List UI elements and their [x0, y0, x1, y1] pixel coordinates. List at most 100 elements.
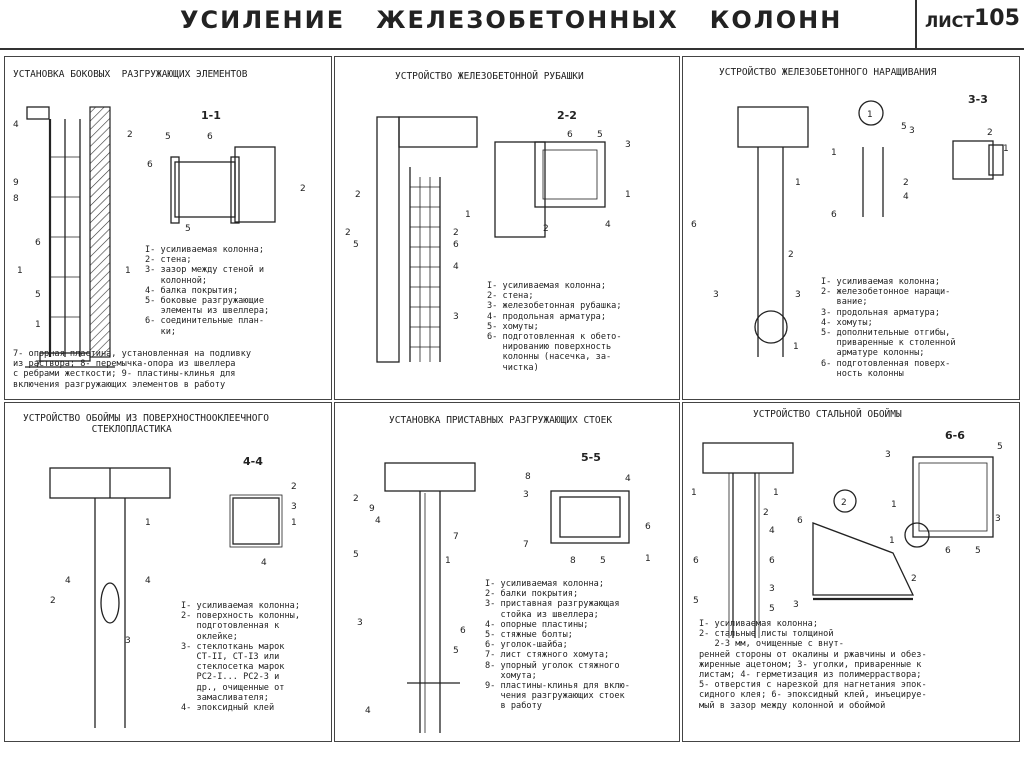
svg-text:4: 4: [903, 192, 909, 202]
panel-title: УСТРОЙСТВО ЖЕЛЕЗОБЕТОННОЙ РУБАШКИ: [395, 71, 584, 82]
svg-text:1: 1: [1003, 144, 1009, 154]
svg-text:4: 4: [605, 220, 611, 230]
svg-text:1: 1: [891, 500, 897, 510]
svg-text:1: 1: [795, 178, 801, 188]
svg-text:2: 2: [353, 494, 359, 504]
svg-text:5: 5: [453, 646, 459, 656]
svg-text:6: 6: [691, 220, 697, 230]
svg-text:5: 5: [353, 550, 359, 560]
svg-text:2: 2: [345, 228, 351, 238]
panel-rc-jacket: УСТРОЙСТВО ЖЕЛЕЗОБЕТОННОЙ РУБАШКИ 2 1 5 6 4…: [334, 56, 680, 400]
legend-main: I- усиливаемая колонна; 2- стена; 3- жел…: [487, 281, 622, 373]
svg-text:4: 4: [13, 120, 19, 130]
svg-text:1: 1: [145, 518, 151, 528]
svg-text:1: 1: [35, 320, 41, 330]
svg-text:5: 5: [597, 130, 603, 140]
svg-text:3: 3: [357, 618, 363, 628]
legend-extra: 7- опорная пластина, установленная на по…: [13, 349, 251, 390]
svg-text:3: 3: [909, 126, 915, 136]
svg-text:2: 2: [355, 190, 361, 200]
svg-text:2: 2: [788, 250, 794, 260]
svg-text:4: 4: [375, 516, 381, 526]
svg-text:6: 6: [945, 546, 951, 556]
svg-text:5: 5: [600, 556, 606, 566]
svg-text:2: 2: [911, 574, 917, 584]
svg-text:8: 8: [13, 194, 19, 204]
svg-text:4: 4: [769, 526, 775, 536]
svg-text:4: 4: [65, 576, 71, 586]
svg-text:5: 5: [769, 604, 775, 614]
svg-text:5: 5: [901, 122, 907, 132]
svg-text:9: 9: [369, 504, 375, 514]
svg-text:1: 1: [645, 554, 651, 564]
svg-text:3: 3: [885, 450, 891, 460]
svg-text:3: 3: [995, 514, 1001, 524]
svg-text:9: 9: [13, 178, 19, 188]
panel-title: УСТРОЙСТВО СТАЛЬНОЙ ОБОЙМЫ: [753, 409, 902, 420]
section-label: 5-5: [581, 451, 601, 464]
section-label: 1-1: [201, 109, 221, 122]
svg-text:7: 7: [523, 540, 529, 550]
svg-text:6: 6: [207, 132, 213, 142]
legend-main: I- усиливаемая колонна; 2- поверхность к…: [181, 601, 300, 714]
svg-text:6: 6: [460, 626, 466, 636]
svg-text:1: 1: [773, 488, 779, 498]
svg-text:5: 5: [693, 596, 699, 606]
svg-text:6: 6: [769, 556, 775, 566]
section-label: 4-4: [243, 455, 263, 468]
panel-title: УСТРОЙСТВО ЖЕЛЕЗОБЕТОННОГО НАРАЩИВАНИЯ: [719, 67, 937, 78]
sheet-number-box: ЛИСТ 105: [915, 0, 1024, 48]
svg-text:1: 1: [889, 536, 895, 546]
svg-text:4: 4: [453, 262, 459, 272]
svg-text:1: 1: [291, 518, 297, 528]
sheet-number: 105: [974, 6, 1020, 31]
svg-text:1: 1: [691, 488, 697, 498]
svg-text:1: 1: [125, 266, 131, 276]
svg-text:4: 4: [145, 576, 151, 586]
panel-relief-posts: УСТАНОВКА ПРИСТАВНЫХ РАЗГРУЖАЮЩИХ СТОЕК …: [334, 402, 680, 742]
svg-text:4: 4: [365, 706, 371, 716]
svg-text:3: 3: [125, 636, 131, 646]
legend-main: I- усиливаемая колонна; 2- стальные лист…: [699, 619, 927, 711]
svg-text:5: 5: [997, 442, 1003, 452]
panel-rc-build-up: УСТРОЙСТВО ЖЕЛЕЗОБЕТОННОГО НАРАЩИВАНИЯ 1…: [682, 56, 1020, 400]
svg-text:1: 1: [17, 266, 23, 276]
svg-text:3: 3: [291, 502, 297, 512]
svg-text:1: 1: [625, 190, 631, 200]
section-label: 6-6: [945, 429, 965, 442]
svg-text:4: 4: [261, 558, 267, 568]
svg-text:8: 8: [570, 556, 576, 566]
svg-text:2: 2: [453, 228, 459, 238]
panel-fiberglass-wrap: УСТРОЙСТВО ОБОЙМЫ ИЗ ПОВЕРХНОСТНООКЛЕЕЧН…: [4, 402, 332, 742]
svg-text:6: 6: [645, 522, 651, 532]
svg-text:2: 2: [987, 128, 993, 138]
section-label: 2-2: [557, 109, 577, 122]
svg-text:1: 1: [793, 342, 799, 352]
panel-title: УСТРОЙСТВО ОБОЙМЫ ИЗ ПОВЕРХНОСТНООКЛЕЕЧН…: [23, 413, 269, 435]
svg-text:3: 3: [795, 290, 801, 300]
legend-main: I- усиливаемая колонна; 2- стена; 3- заз…: [145, 245, 270, 337]
section-drawing: 21: [952, 128, 1009, 180]
svg-text:2: 2: [763, 508, 769, 518]
svg-text:2: 2: [841, 498, 847, 508]
svg-text:3: 3: [453, 312, 459, 322]
svg-text:6: 6: [693, 556, 699, 566]
legend-main: I- усиливаемая колонна; 2- железобетонно…: [821, 277, 956, 379]
svg-text:6: 6: [567, 130, 573, 140]
svg-text:7: 7: [35, 360, 41, 370]
svg-text:8: 8: [525, 472, 531, 482]
svg-text:6: 6: [831, 210, 837, 220]
panel-title: УСТАНОВКА БОКОВЫХ РАЗГРУЖАЮЩИХ ЭЛЕМЕНТОВ: [13, 69, 248, 80]
sheet-label: ЛИСТ: [925, 12, 975, 31]
svg-text:3: 3: [625, 140, 631, 150]
